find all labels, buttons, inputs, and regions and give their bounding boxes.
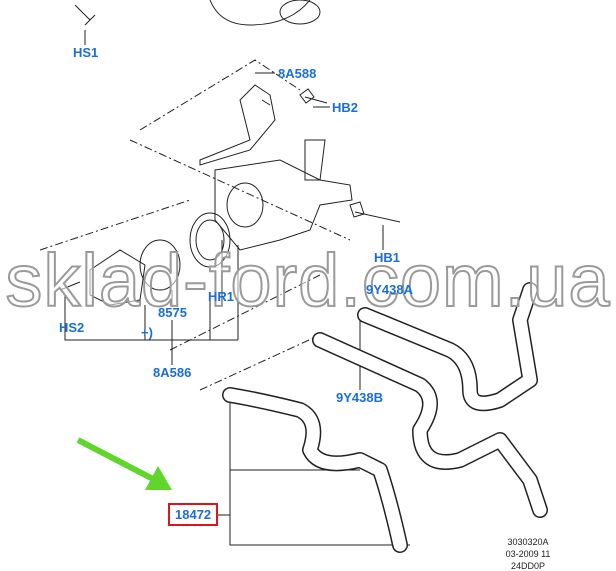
- label-9y438b[interactable]: 9Y438B: [336, 390, 383, 405]
- label-hs1[interactable]: HS1: [73, 45, 99, 60]
- label-18472-highlighted[interactable]: 18472: [168, 503, 219, 526]
- label-8a588[interactable]: 8A588: [278, 66, 317, 81]
- footer-line-3: 24DD0P: [510, 561, 546, 571]
- footer-line-1: 3030320A: [507, 537, 549, 547]
- green-arrow: [76, 437, 172, 490]
- label-8575[interactable]: 8575: [158, 305, 187, 320]
- watermark: sklad-ford.com.ua: [4, 238, 611, 323]
- label-hb1[interactable]: HB1: [374, 250, 401, 265]
- label-plus: +): [141, 325, 153, 340]
- label-8a586[interactable]: 8A586: [153, 365, 192, 380]
- label-9y438a[interactable]: 9Y438A: [366, 282, 413, 297]
- label-hb2[interactable]: HB2: [332, 100, 359, 115]
- label-hs2[interactable]: HS2: [59, 320, 85, 335]
- footer-code: 3030320A 03-2009 11 24DD0P: [488, 536, 568, 571]
- label-hr1[interactable]: HR1: [208, 289, 235, 304]
- footer-line-2: 03-2009 11: [505, 549, 551, 559]
